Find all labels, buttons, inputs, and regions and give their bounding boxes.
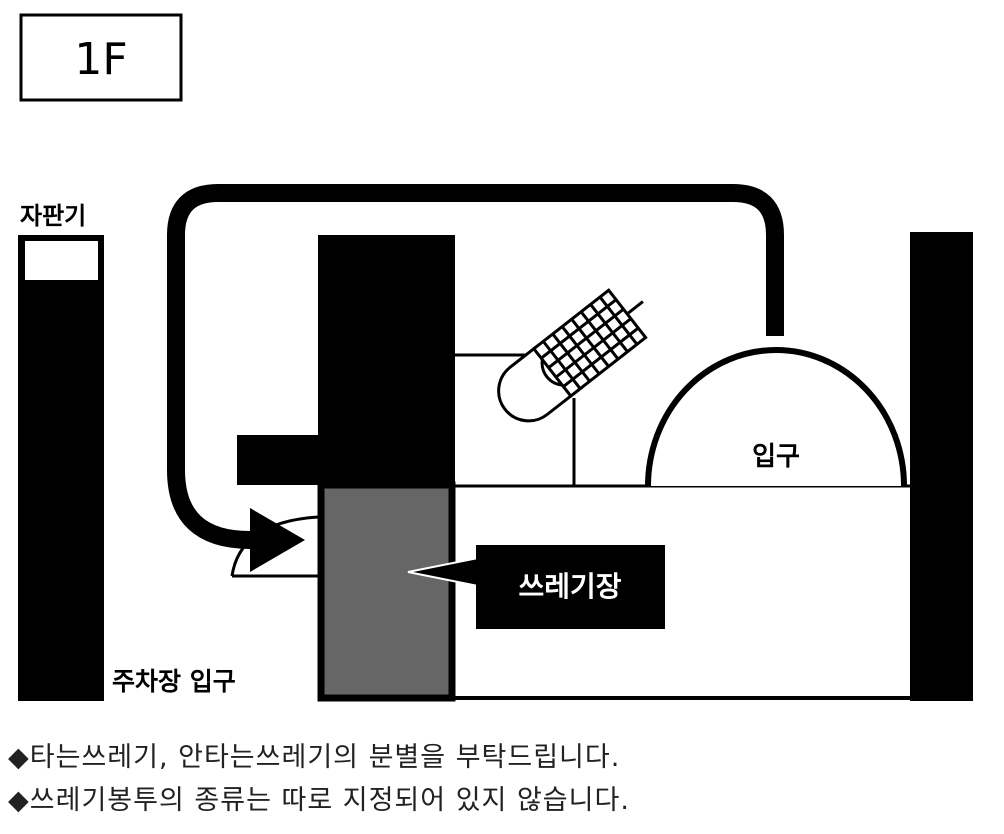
garbage-area-label: 쓰레기장 xyxy=(518,570,621,603)
parking-door xyxy=(230,515,319,577)
entrance-arch xyxy=(645,347,907,487)
note-line: ◆타는쓰레기, 안타는쓰레기의 분별을 부탁드립니다. xyxy=(8,742,621,773)
vending-machine xyxy=(18,235,104,701)
entrance-label: 입구 xyxy=(752,442,800,472)
escalator-icon xyxy=(497,288,648,423)
route-arrow xyxy=(167,184,784,549)
vending-machine-label: 자판기 xyxy=(20,202,86,230)
wall-pillar xyxy=(318,235,455,485)
garbage-area xyxy=(317,481,456,702)
garbage-callout: 쓰레기장 xyxy=(407,545,665,629)
right-wall xyxy=(910,232,973,701)
note-line: ◆쓰레기봉투의 종류는 따로 지정되어 있지 않습니다. xyxy=(8,785,630,816)
floor-label: 1F xyxy=(74,34,127,85)
parking-entrance-label: 주차장 입구 xyxy=(112,667,236,696)
arrow-head-icon xyxy=(250,508,305,572)
floor-label-box: 1F xyxy=(19,13,183,102)
wall-block xyxy=(237,435,319,485)
